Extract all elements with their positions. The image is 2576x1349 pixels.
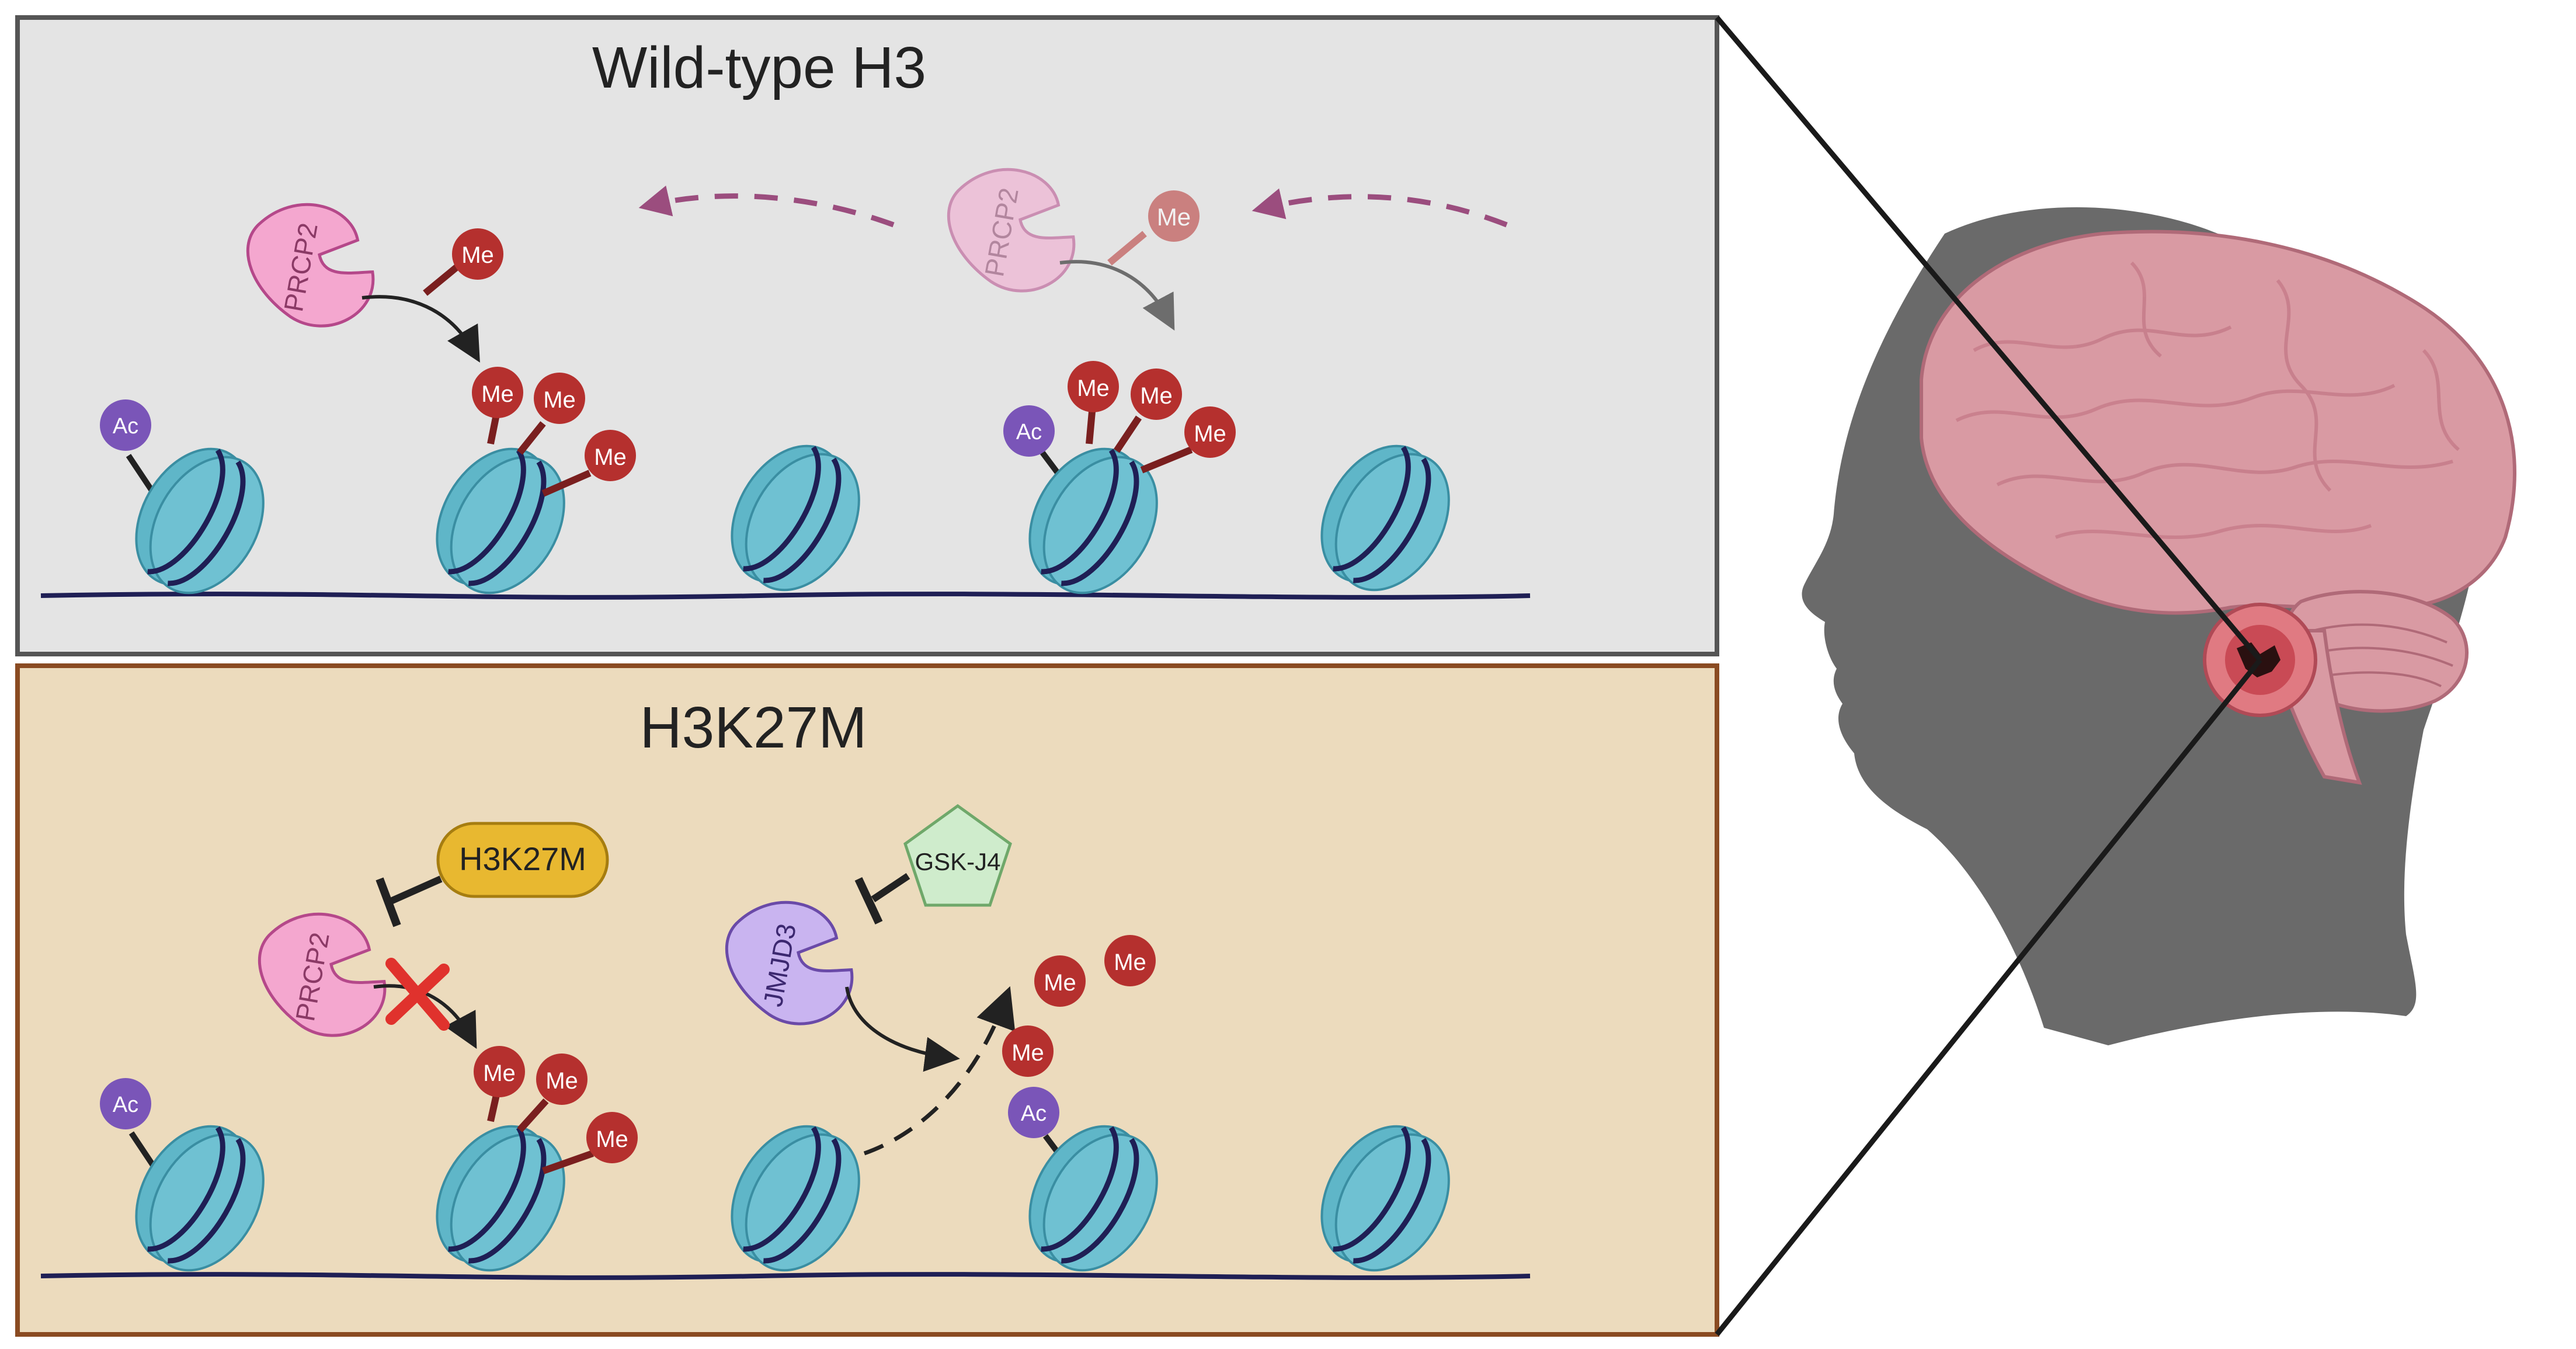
child-head-illustration xyxy=(1802,207,2516,1045)
svg-text:Ac: Ac xyxy=(113,1093,138,1117)
cerebrum xyxy=(1920,230,2516,615)
h3k27m-oncohistone-pill xyxy=(436,822,609,898)
nucleosome: Ac xyxy=(100,1078,265,1272)
svg-text:Me: Me xyxy=(1140,383,1173,409)
svg-text:Me: Me xyxy=(481,381,514,407)
wild-type-panel-bg xyxy=(15,15,1719,656)
acetyl-group xyxy=(1003,405,1055,457)
nucleosome-trimethylated: Me Me Me xyxy=(436,1046,638,1272)
methyl-group xyxy=(536,1054,587,1105)
svg-text:Ac: Ac xyxy=(1021,1101,1047,1126)
inhibition-bar xyxy=(376,877,401,927)
prc2-enzyme: PRCP2 xyxy=(246,203,375,328)
methyl-group xyxy=(472,367,523,418)
methyl-group xyxy=(585,430,636,481)
svg-text:Me: Me xyxy=(1077,376,1110,401)
methyl-group xyxy=(474,1046,525,1097)
svg-text:Ac: Ac xyxy=(1016,420,1042,444)
inhibition-bar xyxy=(854,877,883,924)
svg-text:Ac: Ac xyxy=(113,414,138,439)
acetyl-group xyxy=(1008,1087,1059,1138)
wild-type-title: Wild-type H3 xyxy=(592,35,926,100)
inhibit-x-icon xyxy=(385,958,450,1031)
acetyl-group xyxy=(100,399,151,451)
h3k27m-pill-label: H3K27M xyxy=(459,840,586,877)
dna-strand xyxy=(40,1272,1531,1280)
svg-text:Me: Me xyxy=(1011,1040,1044,1066)
acetyl-group xyxy=(100,1078,151,1129)
methyl-label: Me xyxy=(1157,203,1191,231)
svg-text:Me: Me xyxy=(545,1068,578,1094)
prc2-enzyme: PRCP2 xyxy=(258,912,387,1037)
blocked-methylation-arrow xyxy=(373,984,477,1049)
svg-text:Me: Me xyxy=(1114,950,1146,975)
methylation-arrow xyxy=(361,295,480,363)
h3k27m-panel-bg xyxy=(15,663,1719,1337)
nucleosome xyxy=(1320,1125,1450,1272)
svg-text:Me: Me xyxy=(594,444,627,470)
h3k27m-title: H3K27M xyxy=(639,695,867,760)
prc2-enzyme-faded: PRCP2 Me xyxy=(947,168,1200,293)
svg-text:Me: Me xyxy=(543,387,576,413)
released-methyl xyxy=(1104,935,1156,986)
svg-text:Me: Me xyxy=(596,1127,628,1152)
demethylation-arrow xyxy=(845,986,960,1072)
methyl-group xyxy=(1184,406,1236,458)
nucleosome xyxy=(731,444,860,592)
process-arrow xyxy=(638,185,895,228)
methyl-group xyxy=(1131,368,1182,420)
dna-strand xyxy=(40,592,1531,600)
released-methyl xyxy=(1002,1025,1054,1077)
svg-text:Me: Me xyxy=(483,1061,516,1086)
methylation-arrow xyxy=(1059,260,1175,331)
inhibition-line xyxy=(387,875,443,906)
nucleosome-trimethylated: Me Me Me xyxy=(436,367,636,594)
nucleosome: Ac xyxy=(1008,1087,1158,1272)
gsk-j4-drug xyxy=(903,804,1012,907)
wild-type-panel: Wild-type H3 PRCP2 PRCP2 Me Me xyxy=(15,15,1719,656)
svg-text:Me: Me xyxy=(1044,970,1076,996)
inhibition-line xyxy=(871,873,910,902)
free-methyl-group: Me xyxy=(423,228,503,296)
nucleosome xyxy=(1320,444,1450,592)
released-methyl xyxy=(1034,955,1086,1007)
h3k27m-panel: H3K27M H3K27M PRCP2 GSK-J4 JMJD3 xyxy=(15,663,1719,1337)
zoom-line-top xyxy=(1715,16,2262,662)
nucleosome-trimethylated: Ac Me Me Me xyxy=(1003,361,1236,594)
process-arrow xyxy=(1252,188,1508,228)
methyl-group xyxy=(1068,361,1119,412)
demethylation-release-arrow xyxy=(863,986,1016,1156)
gsk-j4-label: GSK-J4 xyxy=(915,848,1000,875)
brain-folds xyxy=(1955,261,2460,539)
methyl-group xyxy=(586,1112,638,1163)
nucleosome xyxy=(731,1125,860,1272)
zoom-line-bottom xyxy=(1715,658,2262,1336)
svg-text:Me: Me xyxy=(461,242,494,268)
svg-text:Me: Me xyxy=(1194,421,1226,447)
nucleosome: Ac xyxy=(100,399,265,594)
methyl-group xyxy=(534,373,585,424)
jmjd3-enzyme: JMJD3 xyxy=(725,901,854,1025)
